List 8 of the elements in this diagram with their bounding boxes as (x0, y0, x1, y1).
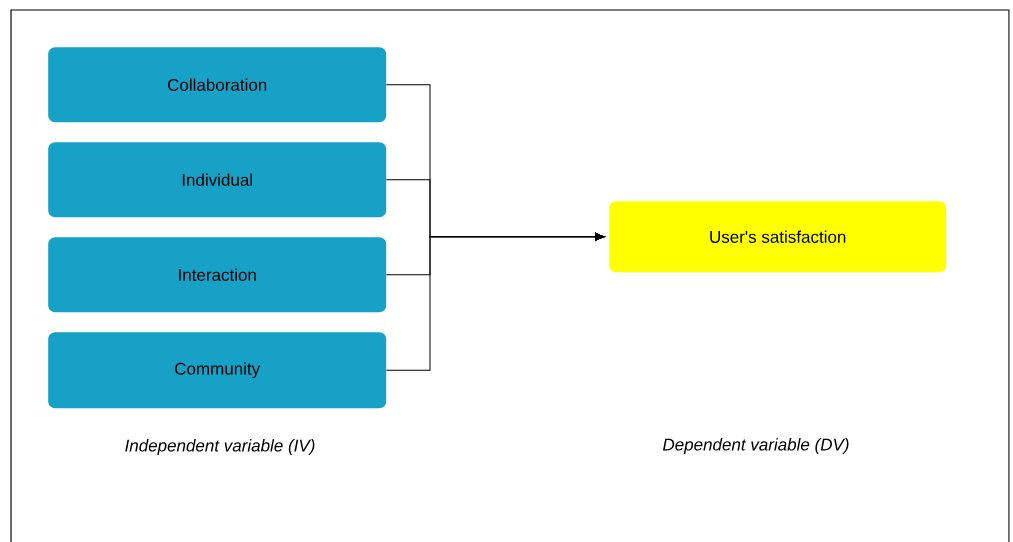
variable-box: Collaboration (48, 47, 387, 123)
variable-box: User's satisfaction (609, 201, 947, 273)
axis-caption: Independent variable (IV) (125, 439, 315, 455)
variable-box: Community (48, 332, 387, 409)
axis-caption: Dependent variable (DV) (662, 438, 849, 454)
variable-box: Interaction (48, 237, 387, 313)
arrow (385, 232, 605, 371)
variable-box: Individual (48, 142, 387, 218)
